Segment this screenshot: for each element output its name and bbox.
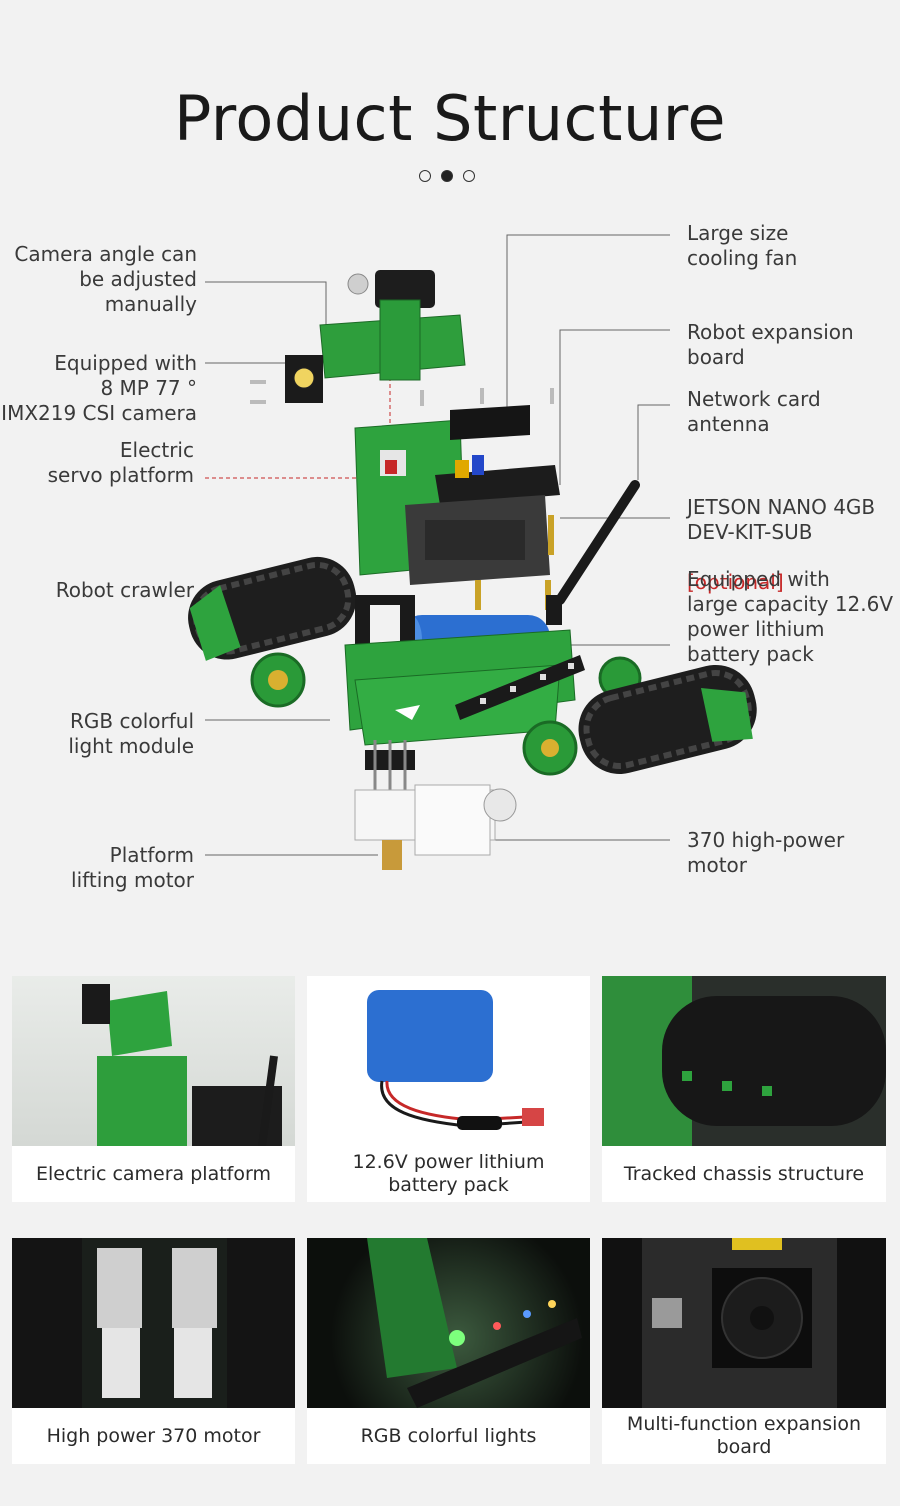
370-motor-photo <box>12 1238 295 1408</box>
feature-caption: Multi-function expansion board <box>626 1413 862 1458</box>
callout-rgb-module: RGB colorful light module <box>68 709 194 758</box>
tracked-chassis-photo <box>602 976 886 1146</box>
callout-battery-pack: Equipped with large capacity 12.6V power… <box>687 567 894 666</box>
feature-caption: Tracked chassis structure <box>623 1162 865 1185</box>
page-title: Product Structure <box>173 82 727 155</box>
callout-370-motor: 370 high-power motor <box>687 828 845 877</box>
carousel-dot-3[interactable] <box>463 170 475 182</box>
expansion-board-photo <box>602 1238 886 1408</box>
feature-caption: High power 370 motor <box>46 1424 261 1447</box>
callout-jetson: JETSON NANO 4GB DEV-KIT-SUB [optional] <box>687 470 875 595</box>
carousel-dot-2[interactable] <box>441 170 453 182</box>
feature-caption: 12.6V power lithium battery pack <box>352 1151 545 1196</box>
rgb-lights-photo <box>307 1238 590 1408</box>
battery-photo <box>307 976 590 1146</box>
carousel-dot-1[interactable] <box>419 170 431 182</box>
feature-card-tracked-chassis: Tracked chassis structure <box>602 976 886 1202</box>
feature-card-rgb-lights: RGB colorful lights <box>307 1238 590 1464</box>
callout-servo-platform: Electric servo platform <box>47 438 194 487</box>
callout-cooling-fan: Large size cooling fan <box>687 221 798 270</box>
camera-platform-photo <box>12 976 295 1146</box>
callout-lifting-motor: Platform lifting motor <box>71 843 194 892</box>
callout-robot-crawler: Robot crawler <box>55 578 194 602</box>
callout-csi-camera: Equipped with 8 MP 77 ° IMX219 CSI camer… <box>1 351 197 425</box>
feature-card-battery: 12.6V power lithium battery pack <box>307 976 590 1202</box>
carousel-indicator <box>419 170 475 182</box>
jetson-label: JETSON NANO 4GB DEV-KIT-SUB <box>687 495 876 544</box>
feature-caption: RGB colorful lights <box>360 1424 537 1447</box>
callout-camera-angle: Camera angle can be adjusted manually <box>14 242 197 316</box>
robot-exploded-illustration <box>188 270 757 870</box>
callout-expansion-board: Robot expansion board <box>687 320 854 369</box>
feature-card-370-motor: High power 370 motor <box>12 1238 295 1464</box>
feature-card-camera-platform: Electric camera platform <box>12 976 295 1202</box>
jetson-optional-label: [optional] <box>687 570 784 594</box>
feature-caption: Electric camera platform <box>36 1162 271 1185</box>
feature-card-expansion-board: Multi-function expansion board <box>602 1238 886 1464</box>
callout-network-antenna: Network card antenna <box>687 387 821 436</box>
